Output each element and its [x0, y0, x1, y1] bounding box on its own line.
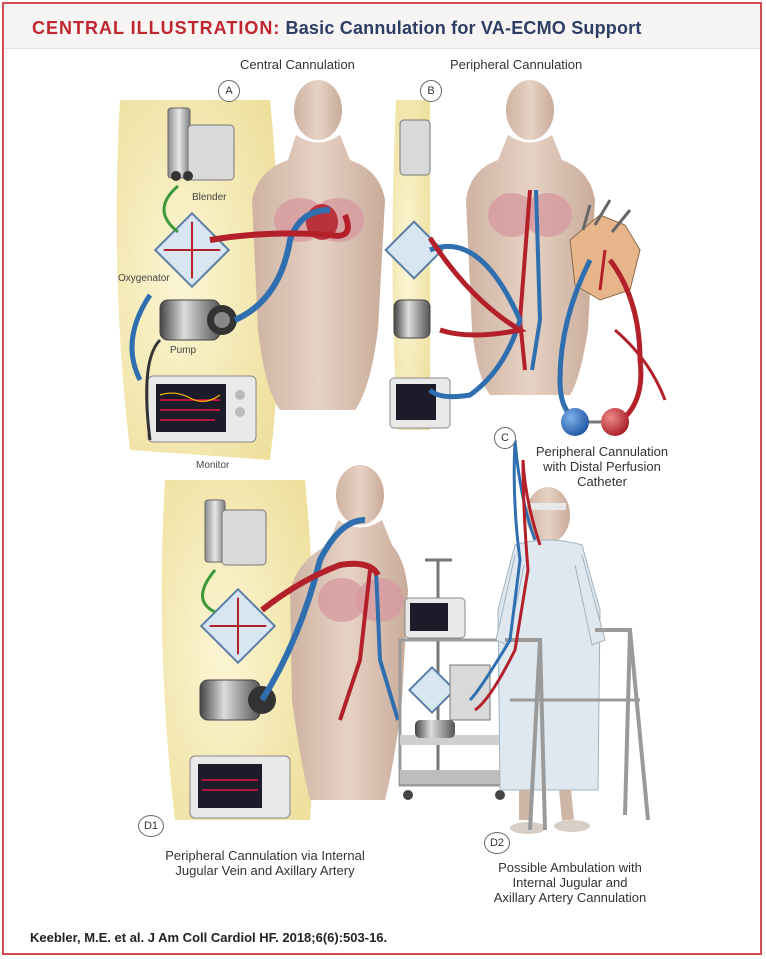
monitor-label: Monitor	[196, 460, 229, 471]
pump-label: Pump	[170, 345, 196, 356]
panel-d1-caption-line-1: Peripheral Cannulation via Internal	[145, 848, 385, 863]
panel-c-caption: Peripheral Cannulation with Distal Perfu…	[517, 444, 687, 489]
panel-b-caption: Peripheral Cannulation	[450, 57, 582, 72]
panel-a-caption: Central Cannulation	[240, 57, 355, 72]
panel-b-marker: B	[420, 80, 442, 102]
oxygenator-label: Oxygenator	[118, 273, 170, 284]
panel-a-marker: A	[218, 80, 240, 102]
console-panel-b	[386, 100, 450, 430]
panel-d2-caption-line-2: Internal Jugular and	[470, 875, 670, 890]
blender-label: Blender	[192, 192, 226, 203]
panel-d1-caption-line-2: Jugular Vein and Axillary Artery	[145, 863, 385, 878]
panel-c-caption-line-3: Catheter	[517, 474, 687, 489]
panel-d2-caption-line-1: Possible Ambulation with	[470, 860, 670, 875]
panel-d1-caption: Peripheral Cannulation via Internal Jugu…	[145, 848, 385, 878]
panel-d2-caption: Possible Ambulation with Internal Jugula…	[470, 860, 670, 905]
panel-d2-marker: D2	[484, 832, 510, 854]
panel-c-caption-line-1: Peripheral Cannulation	[517, 444, 687, 459]
panel-c-caption-line-2: with Distal Perfusion	[517, 459, 687, 474]
panel-d1-marker: D1	[138, 815, 164, 837]
panel-d2-caption-line-3: Axillary Artery Cannulation	[470, 890, 670, 905]
ambulation-scene-d2	[400, 440, 648, 834]
citation: Keebler, M.E. et al. J Am Coll Cardiol H…	[30, 930, 387, 945]
panel-c-marker: C	[494, 427, 516, 449]
